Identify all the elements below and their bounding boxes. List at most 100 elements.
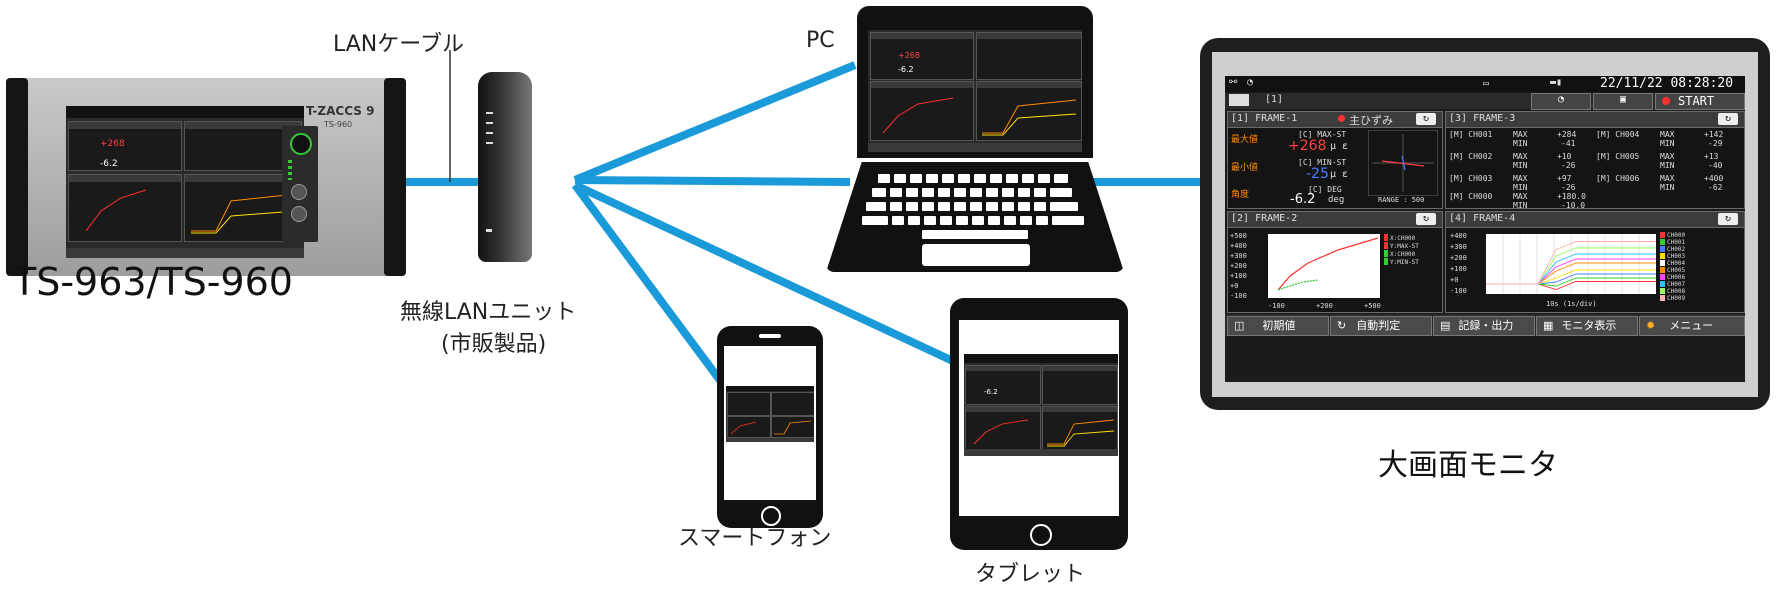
max-value: +268 [1288, 138, 1327, 154]
angle-eu: deg [1328, 195, 1345, 205]
min-value: -40 [1708, 161, 1723, 170]
page-tab[interactable]: [1] [1265, 94, 1284, 105]
lock-button[interactable]: ▣ [1593, 93, 1653, 110]
legend-swatch [1660, 232, 1665, 238]
x-tick-label: +200 [1316, 302, 1333, 310]
frame-2-xy-plot: +500+400+300+200+100+0-100-100+200+500X:… [1230, 232, 1419, 310]
refresh-icon[interactable]: ↻ [1416, 113, 1436, 125]
power-button[interactable] [290, 133, 312, 155]
wireless-label-1: 無線LANユニット [400, 300, 577, 325]
menu-button[interactable]: ✹メニュー [1639, 316, 1745, 336]
status-bar: ⚯ ◔ ▭ ▬▮ 22/11/22 08:28:20 [1225, 76, 1745, 92]
link-to-phone [571, 182, 726, 386]
legend-swatch [1660, 281, 1665, 287]
tablet-home-button[interactable] [1030, 524, 1052, 546]
monitor-display-button[interactable]: ▦モニタ表示 [1536, 316, 1638, 336]
legend-swatch [1660, 246, 1665, 252]
max-value: +13 [1704, 152, 1719, 161]
x-axis-label: 10s (1s/div) [1546, 300, 1597, 308]
auto-judge-button[interactable]: ↻自動判定 [1330, 316, 1432, 336]
y-tick-label: +400 [1450, 232, 1467, 240]
svg-text:-6.2: -6.2 [100, 159, 118, 169]
series-min-line [1277, 279, 1319, 291]
wireless-lan-unit [478, 72, 532, 262]
phone-home-button[interactable] [761, 506, 781, 526]
device-label: TS-963/TS-960 [13, 260, 293, 304]
footer-bar: ◫初期値 ↻自動判定 ▤記録・出力 ▦モニタ表示 ✹メニュー [1225, 314, 1745, 336]
refresh-icon[interactable]: ↻ [1416, 213, 1436, 225]
refresh-icon[interactable]: ↻ [1718, 113, 1738, 125]
rosette-plot [1368, 130, 1438, 196]
svg-text:-6.2: -6.2 [984, 388, 998, 396]
device-handle-left [6, 78, 28, 276]
y-tick-label: +100 [1450, 265, 1467, 273]
max-label: MAX [1513, 174, 1528, 183]
max-label: MAX [1513, 192, 1528, 201]
legend-swatch [1660, 267, 1665, 273]
status-led-2 [486, 122, 493, 124]
x-tick-label: +500 [1364, 302, 1381, 310]
laptop-screen: +268 -6.2 [868, 18, 1082, 152]
device-knob-2[interactable] [291, 206, 307, 222]
y-tick-label: +0 [1450, 276, 1458, 284]
y-tick-label: +400 [1230, 242, 1247, 250]
legend-label: CH003 [1667, 253, 1685, 260]
frame-1: [1] FRAME-1 主ひずみ ↻ 最大値 [C] MAX-ST +268 μ… [1227, 111, 1443, 209]
y-tick-label: +300 [1450, 243, 1467, 251]
record-output-button[interactable]: ▤記録・出力 [1433, 316, 1535, 336]
network-icon: ⚯ [1229, 77, 1238, 88]
channel-name: [M] CH005 [1596, 152, 1640, 161]
min-value: -29 [1708, 139, 1723, 148]
legend-swatch [1660, 253, 1665, 259]
smartphone-label: スマートフォン [678, 526, 832, 551]
legend-swatch [1384, 250, 1388, 257]
device-knob-1[interactable] [291, 184, 307, 200]
max-label: MAX [1660, 152, 1675, 161]
device-screen: +268 -6.2 [66, 106, 304, 258]
min-value: -26 [1561, 183, 1576, 192]
y-tick-label: +200 [1450, 254, 1467, 262]
legend-label: X:CH000 [1390, 251, 1416, 258]
legend-label: CH009 [1667, 295, 1685, 302]
start-button[interactable]: START [1655, 93, 1745, 110]
legend-swatch [1660, 260, 1665, 266]
frame-1-channel: 主ひずみ [1349, 114, 1393, 127]
battery-icon: ▭ [1483, 78, 1490, 89]
initial-value-button[interactable]: ◫初期値 [1227, 316, 1329, 336]
legend-swatch [1384, 258, 1388, 265]
frame-2: [2] FRAME-2 ↻ +500+400+300+200+100+0-100… [1227, 211, 1443, 313]
y-tick-label: +300 [1230, 252, 1247, 260]
device-handle-right [384, 78, 406, 276]
toolbar: [1] ◔ ▣ START [1225, 93, 1745, 110]
min-value: -25 [1306, 166, 1329, 182]
min-label: MIN [1513, 139, 1528, 148]
legend-label: CH006 [1667, 274, 1685, 281]
min-value: -10.0 [1561, 201, 1586, 210]
y-tick-label: +100 [1230, 272, 1247, 280]
initial-value-icon: ◫ [1234, 319, 1245, 332]
ts-device: T-ZACCS 9 TS-960 +268 -6.2 [6, 78, 406, 278]
status-led-1 [486, 112, 493, 114]
frame-2-title: [2] FRAME-2 [1231, 213, 1298, 224]
legend-label: CH000 [1667, 232, 1685, 239]
plot-area [1268, 234, 1380, 298]
max-label: MAX [1660, 174, 1675, 183]
status-led-3 [486, 132, 493, 134]
refresh-icon[interactable]: ↻ [1718, 213, 1738, 225]
max-label: MAX [1513, 152, 1528, 161]
min-label: MIN [1513, 201, 1528, 210]
gauge-icon: ◔ [1247, 77, 1254, 88]
layout-icon[interactable] [1229, 94, 1249, 106]
legend-swatch [1384, 234, 1388, 241]
max-value: +284 [1557, 130, 1577, 139]
max-eu: μ ε [1330, 141, 1349, 152]
legend-label: Y:MIN-ST [1390, 259, 1419, 266]
gauge-button[interactable]: ◔ [1531, 93, 1591, 110]
legend-label: CH001 [1667, 239, 1685, 246]
monitor-display-icon: ▦ [1543, 319, 1554, 332]
frame-1-title: [1] FRAME-1 [1231, 113, 1298, 124]
legend-label: Y:MAX-ST [1390, 243, 1419, 250]
